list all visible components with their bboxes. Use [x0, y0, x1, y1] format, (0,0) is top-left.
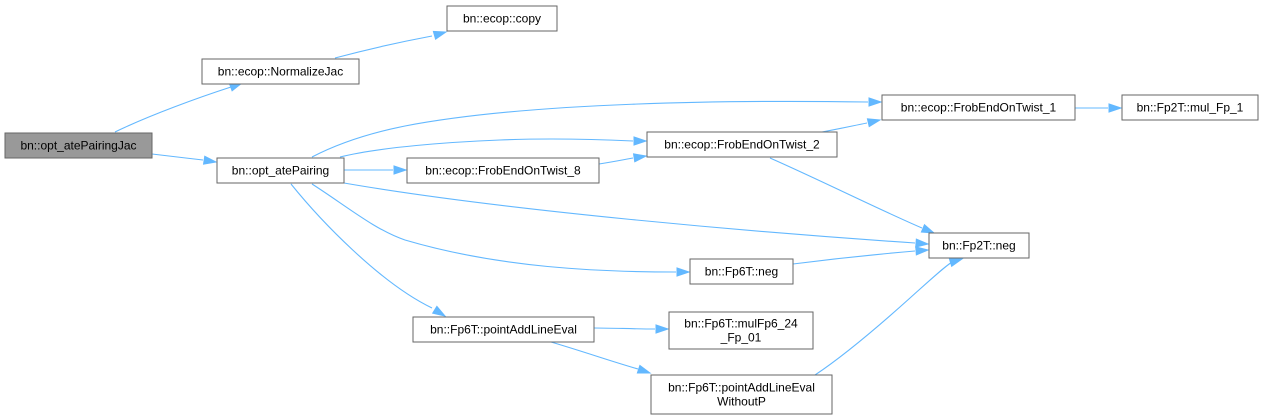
node-atepair[interactable]: bn::opt_atePairing — [216, 157, 345, 184]
node-box[interactable] — [216, 157, 345, 184]
node-label: bn::ecop::copy — [463, 12, 541, 26]
node-box[interactable] — [1121, 94, 1259, 121]
edge-pale-to-mul624 — [593, 324, 670, 334]
arrowhead-icon — [948, 258, 964, 268]
node-mul624[interactable]: bn::Fp6T::mulFp6_24_Fp_01 — [668, 311, 814, 350]
node-label: _Fp_01 — [720, 331, 762, 345]
arrowhead-icon — [868, 97, 883, 107]
node-label: bn::Fp6T::neg — [705, 265, 778, 279]
edge-line — [311, 183, 677, 273]
node-box[interactable] — [4, 132, 153, 159]
node-frob1[interactable]: bn::ecop::FrobEndOnTwist_1 — [881, 94, 1076, 121]
node-box[interactable] — [881, 94, 1076, 121]
node-box[interactable] — [668, 311, 814, 350]
node-label: WithoutP — [717, 395, 766, 409]
edge-atepair-to-pale — [290, 183, 447, 317]
node-fp2neg[interactable]: bn::Fp2T::neg — [928, 232, 1030, 259]
arrowhead-icon — [431, 305, 447, 317]
node-box[interactable] — [928, 232, 1030, 259]
node-root[interactable]: bn::opt_atePairingJac — [4, 132, 153, 159]
node-box[interactable] — [201, 58, 360, 85]
node-box[interactable] — [650, 374, 833, 415]
node-fp6neg[interactable]: bn::Fp6T::neg — [689, 258, 794, 285]
arrowhead-icon — [676, 267, 691, 277]
edge-line — [814, 261, 953, 376]
node-label: bn::ecop::NormalizeJac — [218, 65, 343, 79]
edge-atepair-to-fp2neg — [343, 182, 930, 248]
edge-atepair-to-fp6neg — [311, 183, 691, 277]
edge-line — [769, 157, 923, 229]
edge-line — [792, 250, 916, 265]
node-label: bn::Fp6T::pointAddLineEval — [430, 323, 577, 337]
edge-line — [290, 183, 433, 309]
arrowhead-icon — [393, 165, 408, 175]
node-label: bn::ecop::FrobEndOnTwist_1 — [901, 101, 1057, 115]
node-pale[interactable]: bn::Fp6T::pointAddLineEval — [412, 316, 595, 343]
node-box[interactable] — [689, 258, 794, 285]
node-label: bn::opt_atePairing — [232, 164, 329, 178]
arrowhead-icon — [633, 136, 648, 146]
edge-line — [593, 327, 656, 330]
arrowhead-icon — [432, 30, 448, 40]
node-label: bn::ecop::FrobEndOnTwist_2 — [664, 138, 820, 152]
edge-fp6neg-to-fp2neg — [792, 246, 930, 265]
node-normjac[interactable]: bn::ecop::NormalizeJac — [201, 58, 360, 85]
edge-line — [339, 138, 634, 158]
edge-frob1-to-mulfp1 — [1074, 103, 1123, 113]
node-label: bn::Fp2T::mul_Fp_1 — [1137, 101, 1244, 115]
edge-line — [311, 100, 869, 158]
edge-atepair-to-frob8 — [344, 165, 408, 175]
node-mulfp1[interactable]: bn::Fp2T::mul_Fp_1 — [1121, 94, 1259, 121]
node-box[interactable] — [446, 5, 558, 32]
node-box[interactable] — [406, 157, 600, 184]
edge-frob8-to-frob2 — [598, 153, 648, 165]
node-label: bn::opt_atePairingJac — [20, 139, 136, 153]
edge-line — [334, 35, 433, 59]
edge-root-to-atepair — [151, 153, 218, 165]
node-label: bn::Fp6T::mulFp6_24 — [684, 317, 798, 331]
edge-line — [343, 182, 916, 244]
arrowhead-icon — [202, 155, 218, 165]
node-label: bn::Fp2T::neg — [942, 239, 1015, 253]
edge-line — [598, 157, 634, 165]
edge-atepair-to-frob2 — [339, 136, 648, 158]
edge-atepair-to-frob1 — [311, 97, 883, 158]
arrowhead-icon — [866, 118, 882, 128]
arrowhead-icon — [655, 324, 670, 334]
node-copy[interactable]: bn::ecop::copy — [446, 5, 558, 32]
arrowhead-icon — [915, 238, 930, 248]
node-frob8[interactable]: bn::ecop::FrobEndOnTwist_8 — [406, 157, 600, 184]
edge-line — [114, 86, 232, 133]
edge-line — [151, 153, 204, 161]
arrowhead-icon — [1108, 103, 1123, 113]
edge-palewp-to-fp2neg — [814, 258, 964, 376]
node-box[interactable] — [646, 131, 838, 158]
edge-root-to-normjac — [114, 82, 244, 133]
node-frob2[interactable]: bn::ecop::FrobEndOnTwist_2 — [646, 131, 838, 158]
edges-layer — [114, 30, 1123, 376]
arrowhead-icon — [632, 153, 648, 163]
edge-line — [821, 122, 868, 133]
node-label: bn::Fp6T::pointAddLineEval — [668, 381, 815, 395]
node-label: bn::ecop::FrobEndOnTwist_8 — [425, 164, 581, 178]
arrowhead-icon — [915, 246, 930, 256]
edge-frob2-to-frob1 — [821, 118, 882, 133]
nodes-layer: bn::opt_atePairingJac bn::ecop::Normalize… — [4, 5, 1259, 415]
arrowhead-icon — [636, 364, 652, 374]
edge-normjac-to-copy — [334, 30, 448, 59]
edge-line — [550, 341, 639, 370]
edge-pale-to-palewp — [550, 341, 652, 374]
edge-frob2-to-fp2neg — [769, 157, 936, 234]
node-box[interactable] — [412, 316, 595, 343]
arrowhead-icon — [920, 223, 936, 234]
